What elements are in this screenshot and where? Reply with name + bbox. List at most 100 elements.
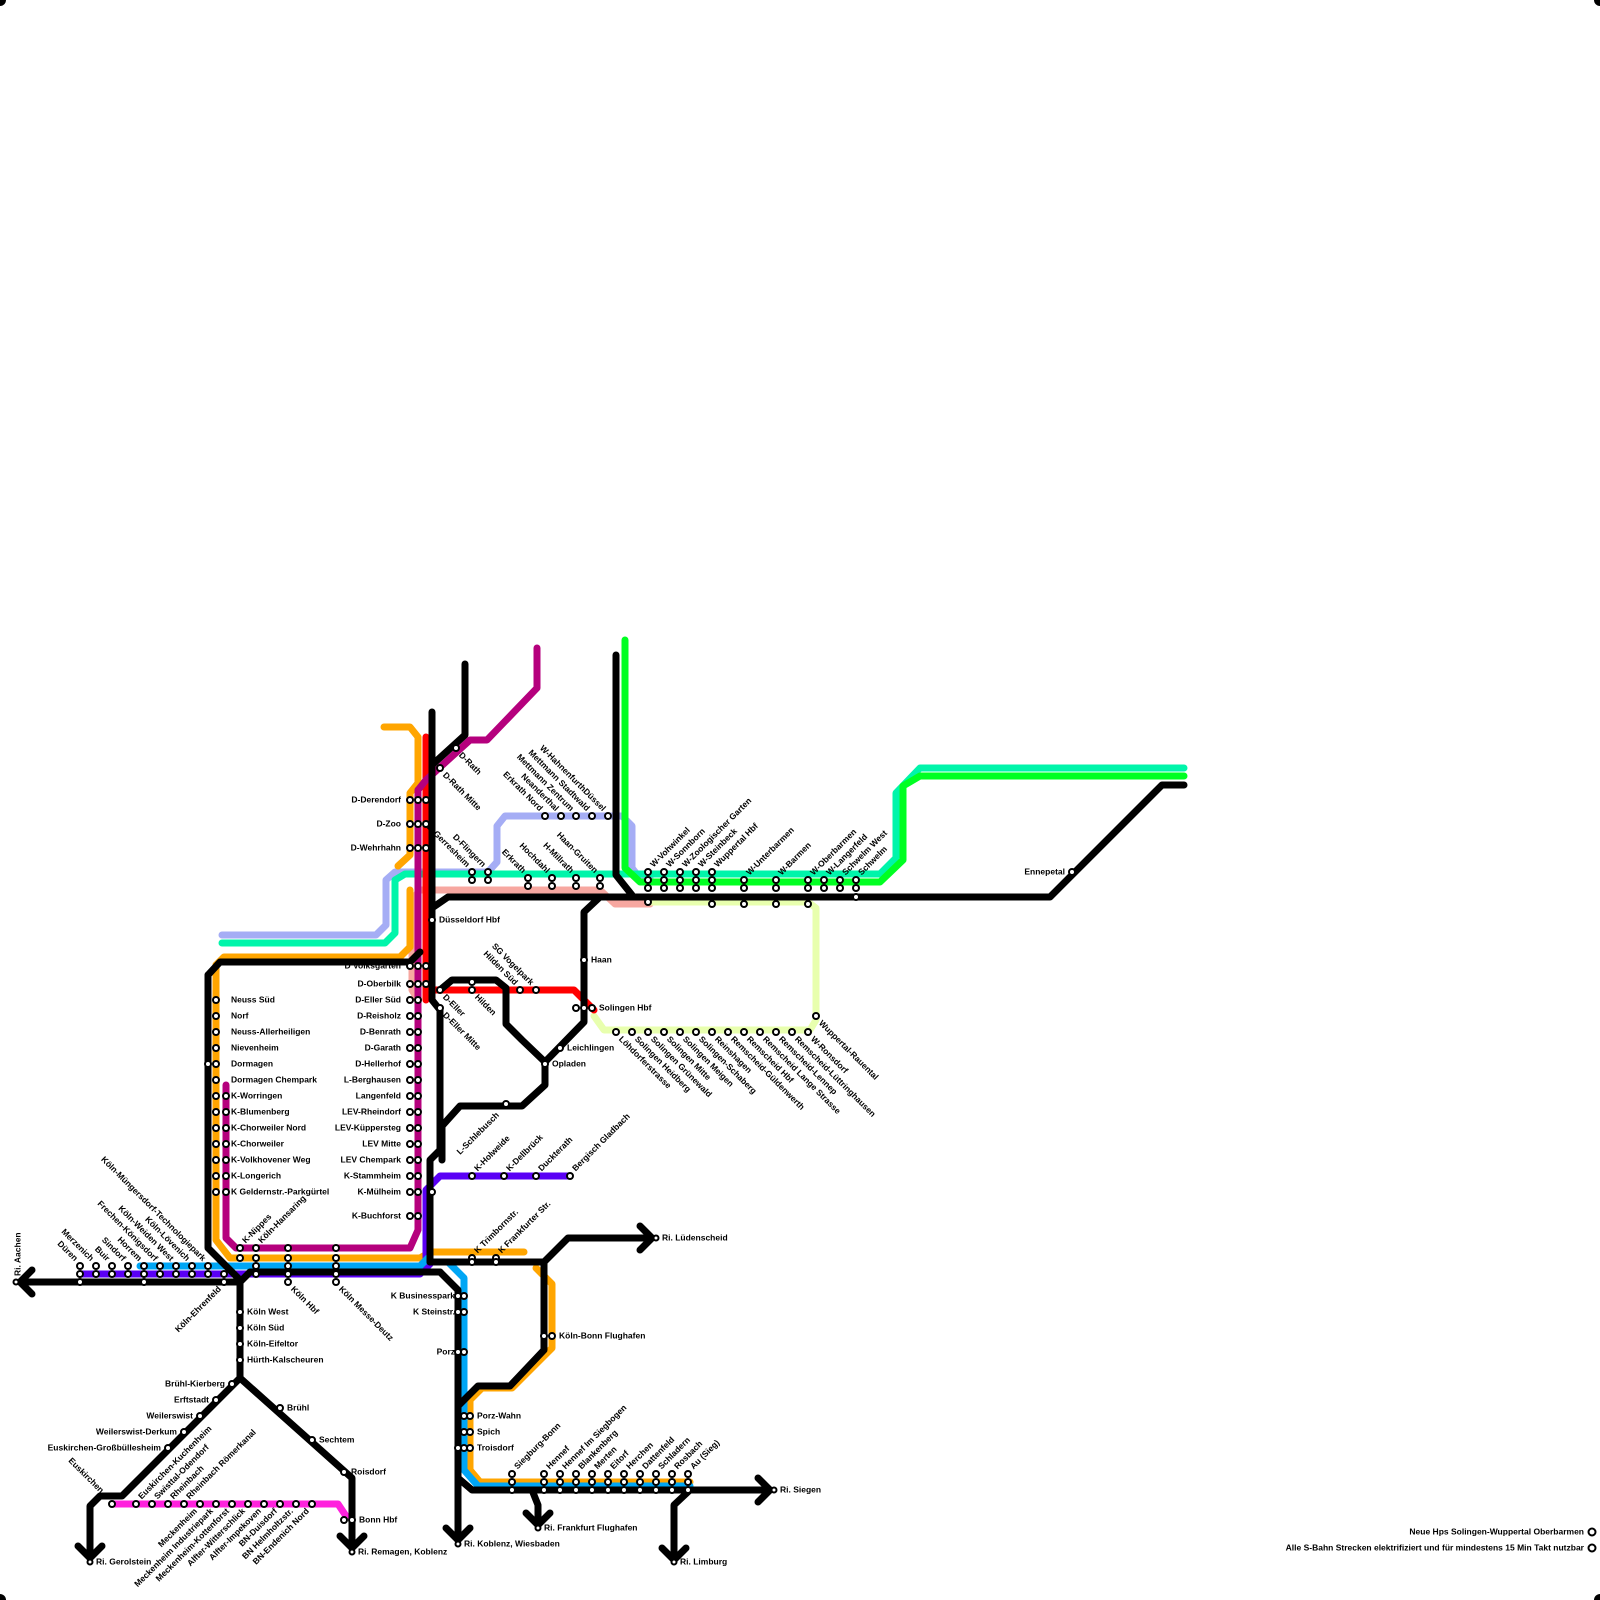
lev_chempark-2[interactable]: [414, 1156, 422, 1164]
w-steinbeck-3[interactable]: [692, 884, 700, 892]
k_chorweiler-2[interactable]: [222, 1140, 230, 1148]
ennepetal-station[interactable]: [1068, 868, 1076, 876]
remagen-koblenz-terminus[interactable]: [348, 1548, 356, 1556]
gerolstein-terminus[interactable]: [86, 1558, 94, 1566]
w-oberbarmen-2[interactable]: [804, 884, 812, 892]
koeln_muengersdorf-2[interactable]: [204, 1270, 212, 1278]
bn-duisdorf-station[interactable]: [276, 1500, 284, 1508]
koeln-messe-deutz-0[interactable]: [332, 1244, 340, 1252]
w-hbf-2[interactable]: [708, 876, 716, 884]
dueren-2[interactable]: [76, 1270, 84, 1278]
koeln-messe-deutz-1[interactable]: [332, 1254, 340, 1262]
koeln-messe-deutz-2[interactable]: [332, 1262, 340, 1270]
remscheid-hbf-station[interactable]: [740, 1028, 748, 1036]
k_stammheim-2[interactable]: [414, 1172, 422, 1180]
koeln-hansaring-2[interactable]: [252, 1254, 260, 1262]
d-zoo-station[interactable]: [406, 820, 414, 828]
aachen-terminus[interactable]: [12, 1278, 20, 1286]
koeln-bonn-flughafen-2[interactable]: [540, 1332, 548, 1340]
schladern-2[interactable]: [652, 1478, 660, 1486]
hochdahl-station[interactable]: [548, 874, 556, 882]
d-wehrhahn-3[interactable]: [422, 844, 430, 852]
koeln-hbf-station[interactable]: [284, 1278, 292, 1286]
d-garath-station[interactable]: [406, 1044, 414, 1052]
koeln-messe-deutz-3[interactable]: [332, 1270, 340, 1278]
bonn-hbf-2[interactable]: [340, 1516, 348, 1524]
w-sonnborn-station[interactable]: [660, 868, 668, 876]
siegburg-bonn-station[interactable]: [508, 1470, 516, 1478]
schwelm-2[interactable]: [852, 884, 860, 892]
d-oberbilk-station[interactable]: [406, 980, 414, 988]
d-volksgarten-station[interactable]: [406, 962, 414, 970]
w-ronsdorf-station[interactable]: [804, 1028, 812, 1036]
hennef-station[interactable]: [540, 1470, 548, 1478]
h-millrath-station[interactable]: [572, 874, 580, 882]
rheinbach-station[interactable]: [164, 1500, 172, 1508]
duckterath-station[interactable]: [532, 1172, 540, 1180]
l_berghausen-2[interactable]: [414, 1076, 422, 1084]
buir-2[interactable]: [108, 1270, 116, 1278]
w-vohwinkel-2[interactable]: [644, 876, 652, 884]
dueren-3[interactable]: [76, 1278, 84, 1286]
d-gerresheim-2[interactable]: [468, 876, 476, 884]
koeln-hbf-3[interactable]: [284, 1270, 292, 1278]
dattenfeld-2[interactable]: [636, 1478, 644, 1486]
koeln-hbf-2[interactable]: [284, 1262, 292, 1270]
mettmann-stadtwald-station[interactable]: [588, 812, 596, 820]
k-stammheim-station[interactable]: [406, 1172, 414, 1180]
solingen-meigen-station[interactable]: [676, 1028, 684, 1036]
d-eller-station[interactable]: [436, 986, 444, 994]
k-longerich-station[interactable]: [212, 1172, 220, 1180]
w-oberbarmen-station[interactable]: [804, 876, 812, 884]
horrem-3[interactable]: [140, 1278, 148, 1286]
k-buchforst-station[interactable]: [406, 1212, 414, 1220]
lev-chempark-station[interactable]: [406, 1156, 414, 1164]
d-benrath-station[interactable]: [406, 1028, 414, 1036]
w-sonnborn-3[interactable]: [660, 884, 668, 892]
d-flingern-station[interactable]: [484, 868, 492, 876]
d-derendorf-station[interactable]: [406, 796, 414, 804]
au_sieg-3[interactable]: [684, 1486, 692, 1494]
d-derendorf-2[interactable]: [414, 796, 422, 804]
nievenheim-station[interactable]: [212, 1044, 220, 1052]
frechen-koenigsdorf-station[interactable]: [156, 1262, 164, 1270]
d-wehrhahn-station[interactable]: [406, 844, 414, 852]
bergisch-gladbach-station[interactable]: [566, 1172, 574, 1180]
duesseldorf-hbf-station[interactable]: [428, 916, 436, 924]
legend-new-stops-marker[interactable]: [1587, 1527, 1597, 1537]
schwelm-west-2[interactable]: [836, 884, 844, 892]
k_muelheim-2[interactable]: [414, 1188, 422, 1196]
k_volkhovener_weg-2[interactable]: [222, 1156, 230, 1164]
au_sieg-2[interactable]: [684, 1478, 692, 1486]
erkrath-2[interactable]: [524, 882, 532, 890]
solingen-hbf-2[interactable]: [580, 1004, 588, 1012]
k-nippes-station[interactable]: [236, 1244, 244, 1252]
k_buchforst-2[interactable]: [414, 1212, 422, 1220]
sindorf-station[interactable]: [124, 1262, 132, 1270]
schwelm-3[interactable]: [852, 893, 860, 901]
koeln-eifeltor-station[interactable]: [236, 1340, 244, 1348]
d_eller_sued-2[interactable]: [414, 996, 422, 1004]
w-barmen-station[interactable]: [772, 876, 780, 884]
w-hbf-4[interactable]: [708, 900, 716, 908]
koeln-bonn-flughafen-station[interactable]: [548, 1332, 556, 1340]
porz-wahn-2[interactable]: [460, 1412, 468, 1420]
w-vohwinkel-3[interactable]: [644, 884, 652, 892]
dormagen-station[interactable]: [212, 1060, 220, 1068]
schladern-station[interactable]: [652, 1470, 660, 1478]
d_garath-2[interactable]: [414, 1044, 422, 1052]
koeln-ehrenfeld-station[interactable]: [220, 1278, 228, 1286]
hennef_siegbogen-2[interactable]: [556, 1478, 564, 1486]
rosbach-2[interactable]: [668, 1478, 676, 1486]
d-flingern-2[interactable]: [484, 876, 492, 884]
buir-station[interactable]: [108, 1262, 116, 1270]
rheinbach-roemerkanal-station[interactable]: [180, 1500, 188, 1508]
mettmann-zentrum-station[interactable]: [572, 812, 580, 820]
euskirchen-station[interactable]: [108, 1500, 116, 1508]
siegen-terminus[interactable]: [770, 1486, 778, 1494]
dattenfeld-station[interactable]: [636, 1470, 644, 1478]
bonn-hbf-station[interactable]: [348, 1516, 356, 1524]
k-muelheim-station[interactable]: [406, 1188, 414, 1196]
haan-gruiten-2[interactable]: [596, 882, 604, 890]
d_reisholz-2[interactable]: [414, 1012, 422, 1020]
